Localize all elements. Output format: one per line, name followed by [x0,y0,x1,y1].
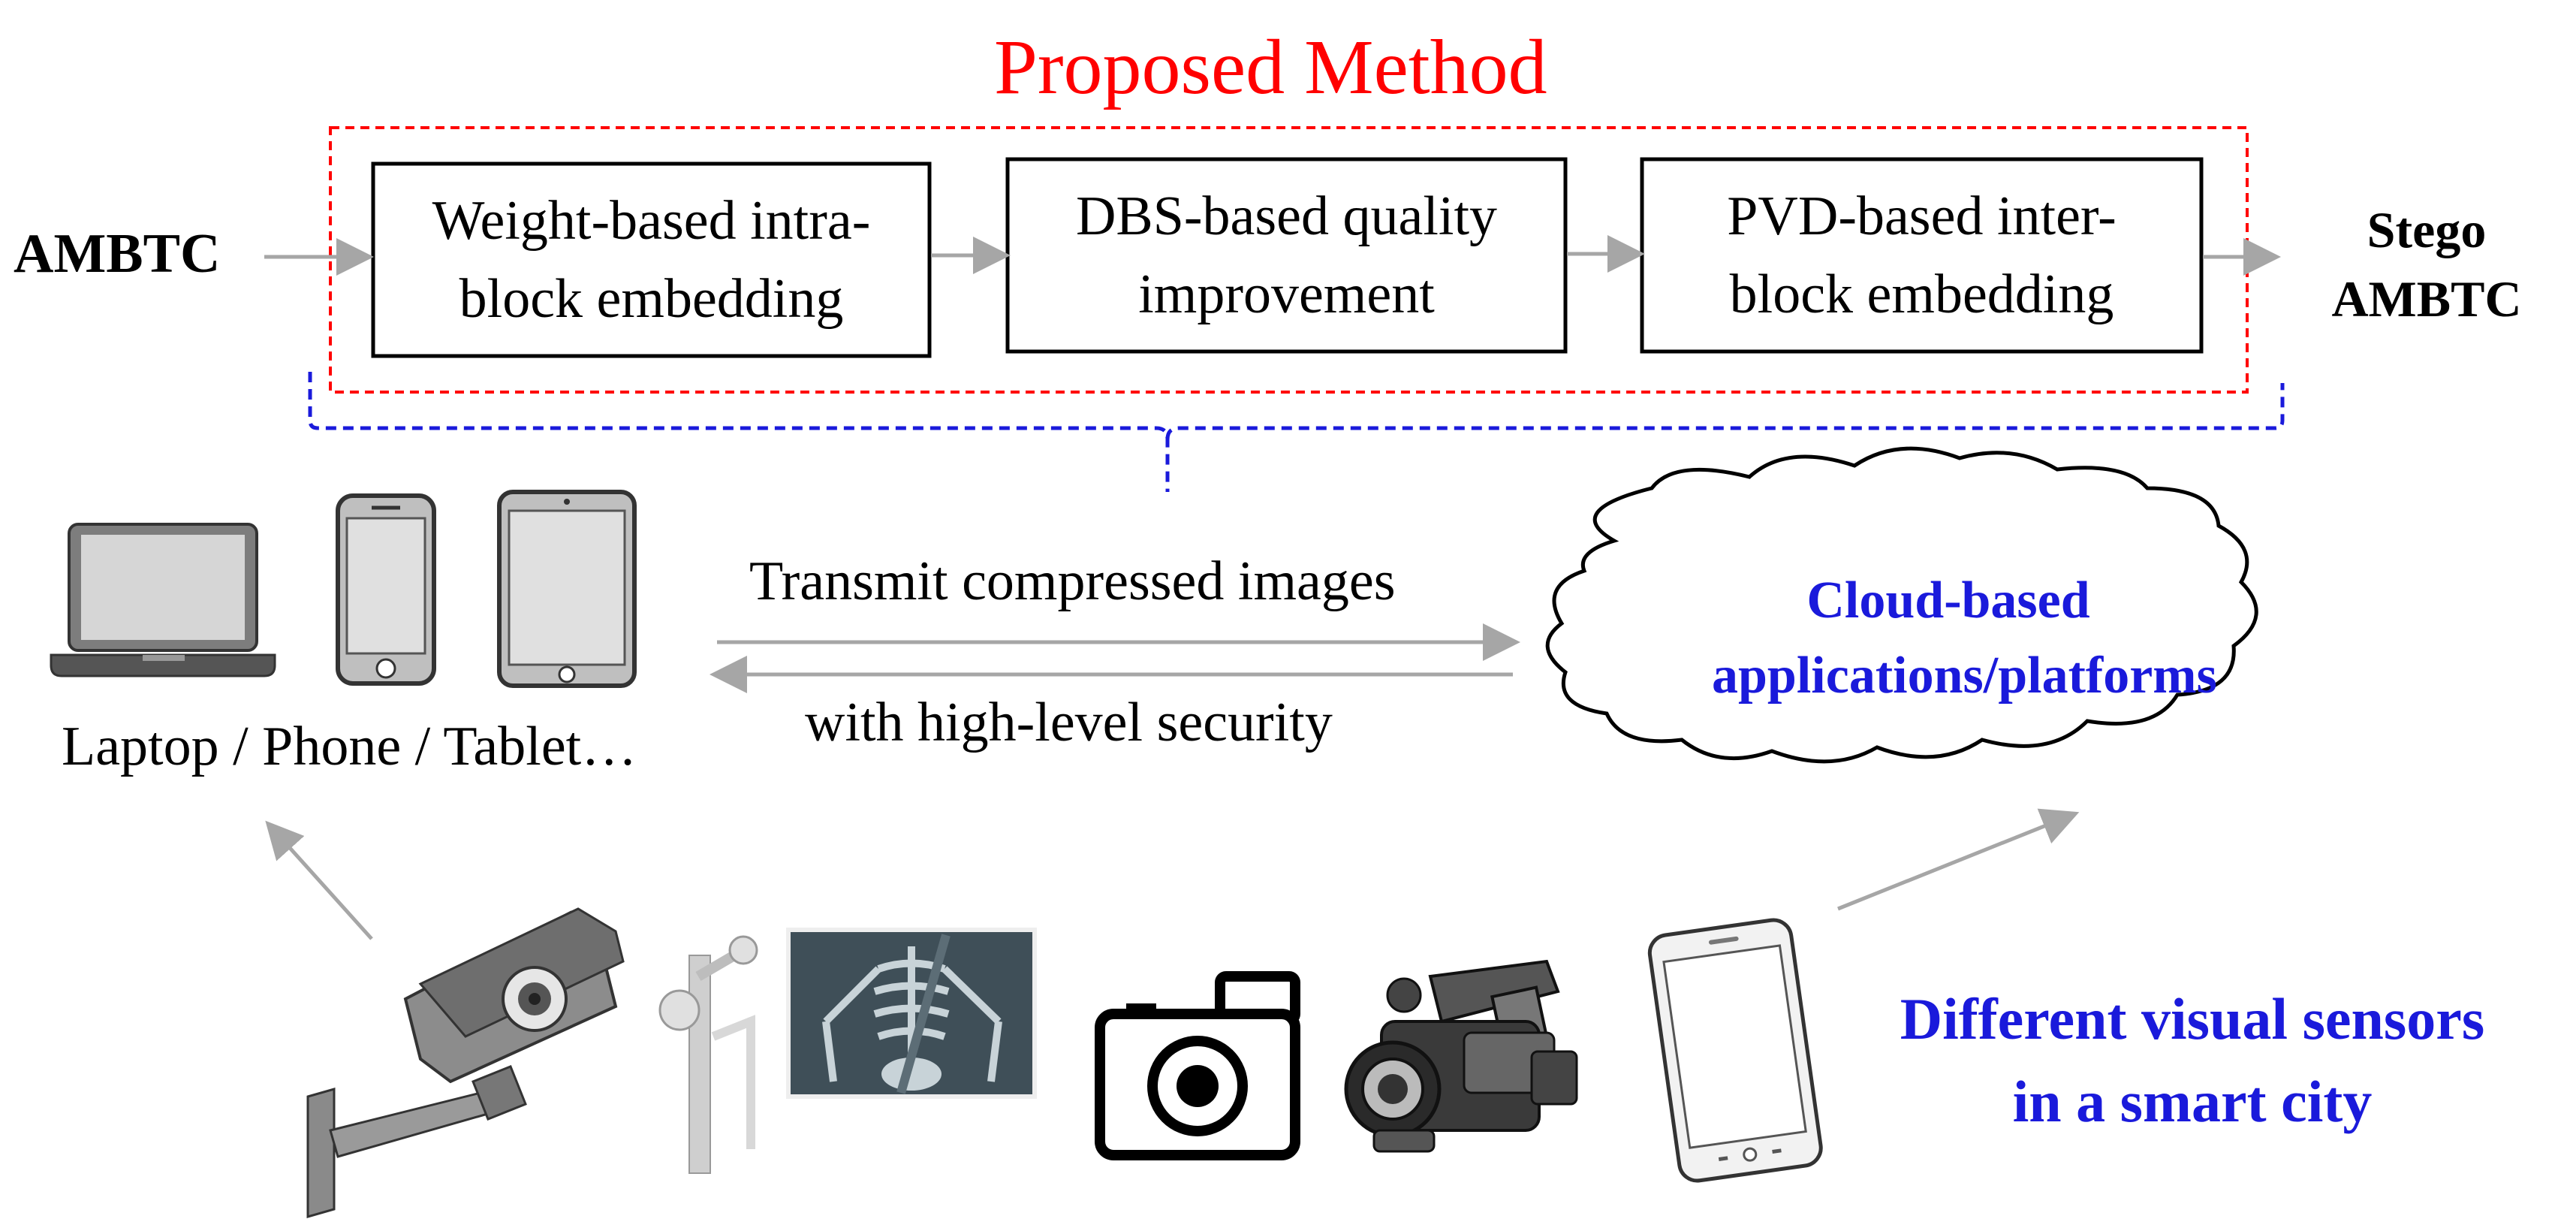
phone-icon [336,493,436,686]
cloud-label-line-2: applications/platforms [1712,647,2217,705]
diagram-title: Proposed Method [994,24,1547,110]
video-camera-icon [1344,959,1578,1153]
transmit-bottom-label: with high-level security [805,692,1333,753]
arrow-sensors-to-cloud [1837,808,2080,911]
photo-camera-icon [1095,971,1300,1160]
step-2-line-2: improvement [1138,264,1435,325]
transmit-top-label: Transmit compressed images [749,551,1396,612]
cloud-icon [1545,446,2258,764]
step-box-2 [1005,157,1568,354]
cloud-label-line-1: Cloud-based [1806,572,2090,629]
sensors-label-line-1: Different visual sensors [1900,986,2485,1052]
step-box-1 [371,161,932,358]
step-1-line-2: block embedding [459,268,844,330]
arrow-sensors-to-devices [265,820,373,940]
sensors-label-line-2: in a smart city [2012,1069,2373,1134]
step-3-line-2: block embedding [1729,264,2114,325]
blue-brace [308,372,2285,492]
laptop-icon [50,523,276,677]
security-camera-icon [306,907,625,1218]
output-label: Stego AMBTC [2306,195,2547,333]
step-3-line-1: PVD-based inter- [1727,186,2117,247]
cloud-label: Cloud-based applications/platforms [1712,563,2217,714]
xray-machine-icon [658,928,1037,1174]
step-2-line-1: DBS-based quality [1075,186,1498,247]
tablet-icon [497,490,637,688]
input-label: AMBTC [14,223,221,285]
smartphone-icon [1647,918,1823,1183]
step-2-label: DBS-based quality improvement [1008,177,1565,333]
devices-label: Laptop / Phone / Tablet… [62,716,637,777]
sensors-label: Different visual sensors in a smart city [1832,978,2553,1143]
step-3-label: PVD-based inter- block embedding [1642,177,2201,333]
step-1-line-1: Weight-based intra- [432,190,871,252]
step-1-label: Weight-based intra- block embedding [373,182,929,338]
output-label-line-2: AMBTC [2331,270,2522,327]
output-label-line-1: Stego [2367,201,2487,258]
